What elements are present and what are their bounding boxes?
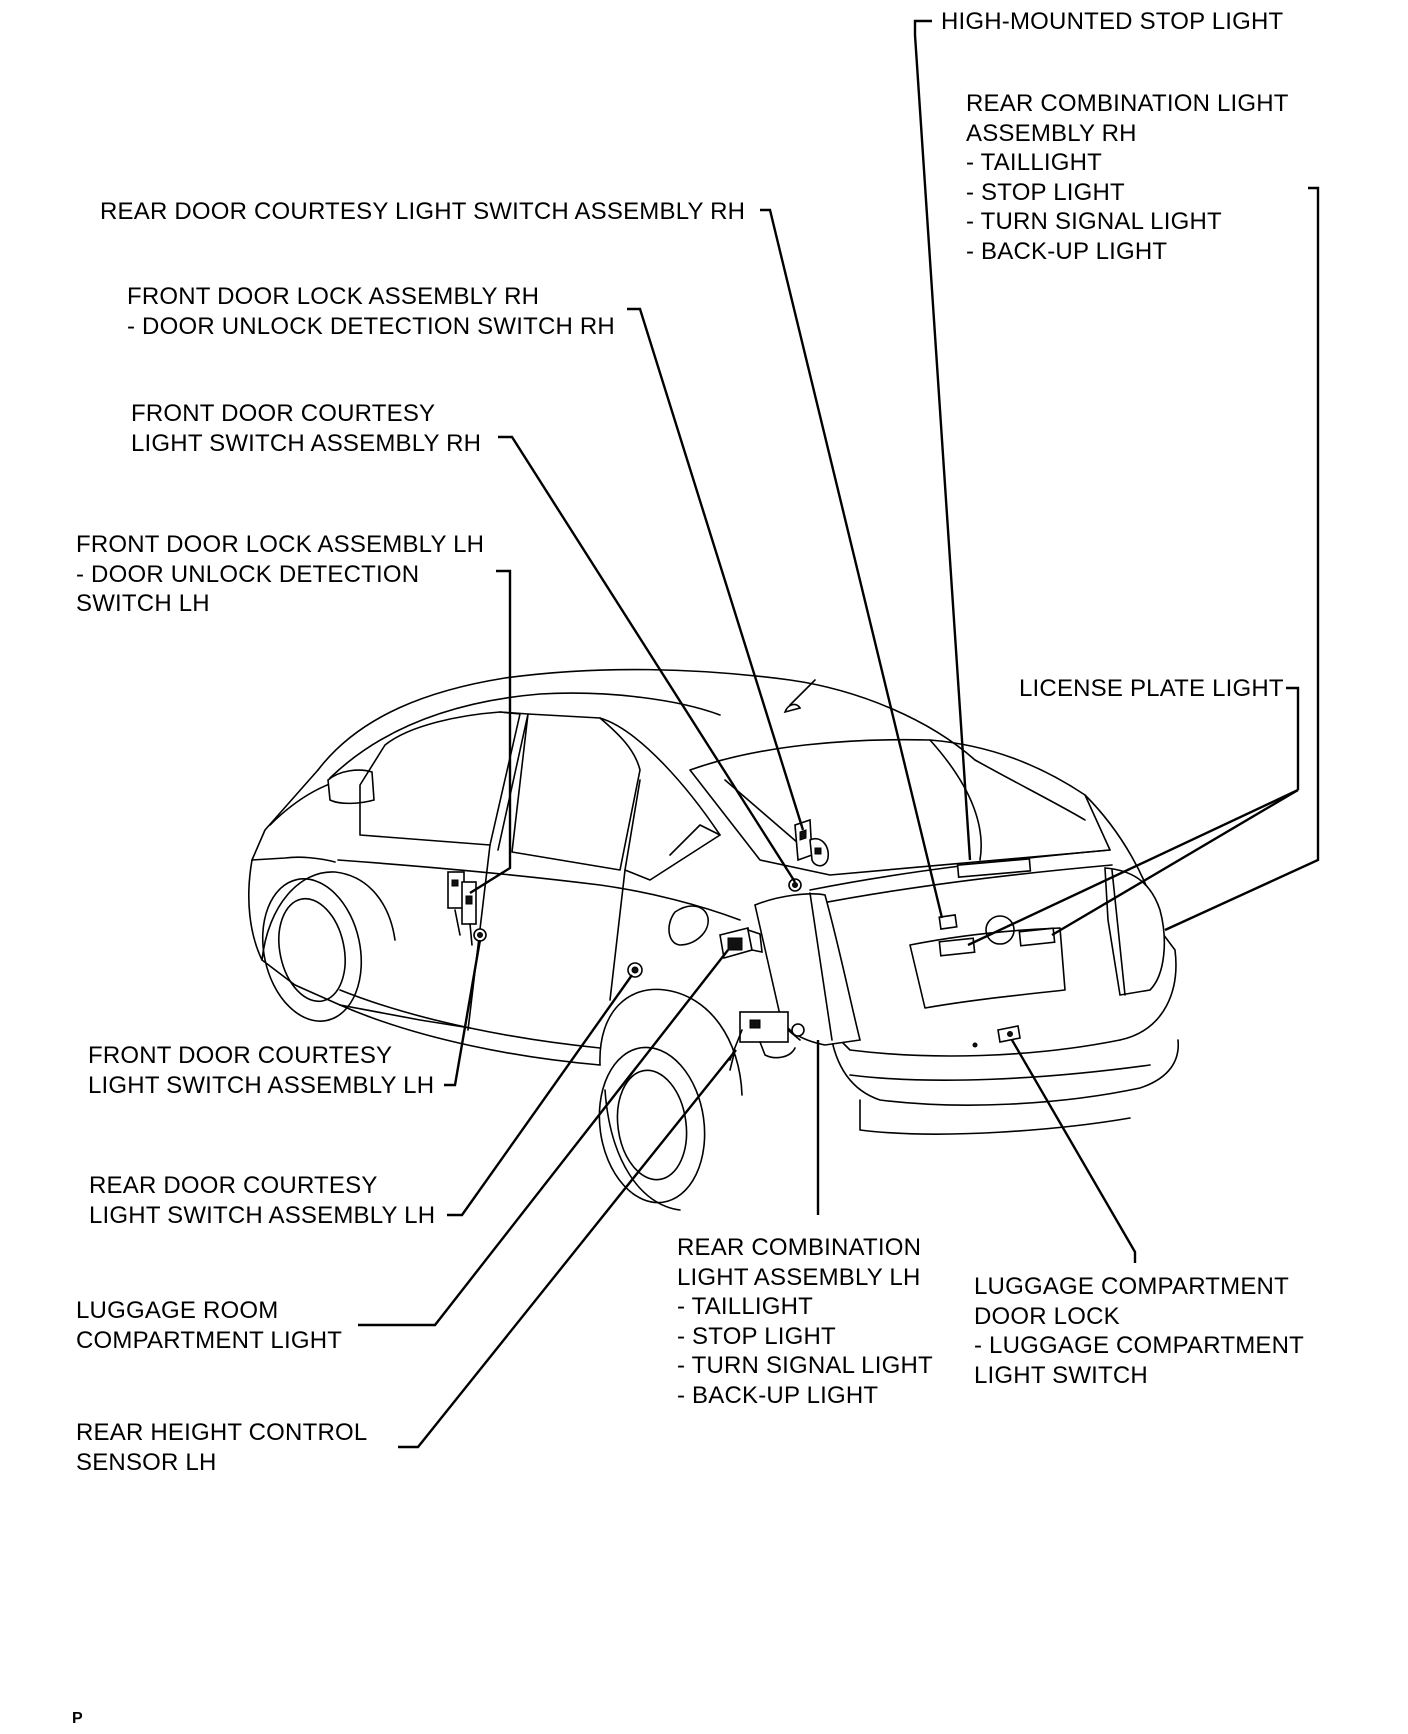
car-outline bbox=[248, 668, 1180, 1211]
label-rear-combination-light-rh: REAR COMBINATION LIGHT ASSEMBLY RH - TAI… bbox=[966, 90, 1289, 265]
rear-height-control-sensor-lh-part bbox=[729, 1011, 805, 1071]
front-door-lock-lh-part bbox=[447, 871, 477, 946]
label-front-door-lock-lh: FRONT DOOR LOCK ASSEMBLY LH - DOOR UNLOC… bbox=[76, 531, 485, 617]
label-rear-door-courtesy-switch-rh: REAR DOOR COURTESY LIGHT SWITCH ASSEMBLY… bbox=[100, 198, 746, 225]
label-front-door-courtesy-switch-lh: FRONT DOOR COURTESY LIGHT SWITCH ASSEMBL… bbox=[88, 1042, 435, 1099]
label-rear-height-control-sensor-lh: REAR HEIGHT CONTROL SENSOR LH bbox=[76, 1419, 368, 1476]
label-rear-combination-light-lh: REAR COMBINATION LIGHT ASSEMBLY LH - TAI… bbox=[677, 1234, 933, 1409]
front-door-lock-rh-part bbox=[794, 818, 830, 867]
label-front-door-courtesy-switch-rh: FRONT DOOR COURTESY LIGHT SWITCH ASSEMBL… bbox=[131, 400, 482, 457]
rear-door-courtesy-switch-lh-part bbox=[627, 962, 643, 978]
label-high-mounted-stop-light: HIGH-MOUNTED STOP LIGHT bbox=[941, 8, 1284, 35]
label-luggage-compartment-door-lock: LUGGAGE COMPARTMENT DOOR LOCK - LUGGAGE … bbox=[974, 1273, 1305, 1389]
label-rear-door-courtesy-switch-lh: REAR DOOR COURTESY LIGHT SWITCH ASSEMBLY… bbox=[89, 1172, 436, 1229]
luggage-compartment-door-lock-part bbox=[997, 1025, 1021, 1043]
component-icons bbox=[447, 818, 1056, 1071]
label-luggage-room-compartment-light: LUGGAGE ROOM COMPARTMENT LIGHT bbox=[76, 1297, 343, 1354]
label-license-plate-light: LICENSE PLATE LIGHT bbox=[1019, 675, 1284, 702]
leader-lines bbox=[358, 19, 1320, 1449]
front-door-courtesy-switch-lh-part bbox=[473, 928, 487, 942]
rear-door-courtesy-switch-rh-part bbox=[938, 914, 958, 930]
page-code: P bbox=[72, 1710, 83, 1727]
label-front-door-lock-rh: FRONT DOOR LOCK ASSEMBLY RH - DOOR UNLOC… bbox=[127, 283, 615, 340]
front-door-courtesy-switch-rh-part bbox=[788, 878, 802, 892]
